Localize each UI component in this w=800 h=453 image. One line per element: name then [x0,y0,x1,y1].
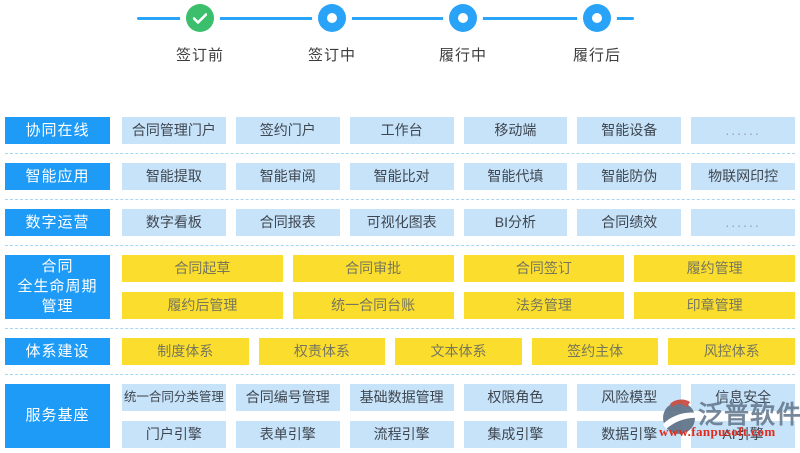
item: 合同编号管理 [235,384,340,411]
dashed-separator [5,199,795,200]
item: 法务管理 [463,292,625,319]
row-items: 合同起草合同审批合同签订履约管理履约后管理统一合同台账法务管理印章管理 [122,255,795,319]
item: 合同签订 [463,255,625,282]
board: 协同在线合同管理门户签约门户工作台移动端智能设备......智能应用智能提取智能… [5,117,795,448]
item: 合同报表 [235,209,340,236]
row-contract-lifecycle: 合同全生命周期管理合同起草合同审批合同签订履约管理履约后管理统一合同台账法务管理… [5,255,795,319]
item: 统一合同分类管理 [122,384,226,411]
item: BI分析 [463,209,568,236]
item: 数据引擎 [577,421,682,448]
item: 统一合同台账 [292,292,454,319]
row-items: 制度体系权责体系文本体系签约主体风控体系 [122,338,795,365]
row-label-system-building: 体系建设 [5,338,110,365]
step-post-perform: 履行后 [549,0,645,65]
item: 智能比对 [349,163,454,190]
watermark-url: www.fanpusoft.com [659,424,776,439]
item: 移动端 [463,117,568,144]
item: 流程引擎 [349,421,454,448]
dashed-separator [5,374,795,375]
step-performing: 履行中 [415,0,511,65]
item: 履约管理 [634,255,795,282]
item: 制度体系 [122,338,249,365]
row-label-collab-online: 协同在线 [5,117,110,144]
item-more: ...... [691,117,795,144]
row-items: 智能提取智能审阅智能比对智能代填智能防伪物联网印控 [122,163,795,190]
dashed-separator [5,245,795,246]
item: 合同审批 [292,255,454,282]
item: 文本体系 [395,338,522,365]
step-pre-sign: 签订前 [152,0,248,65]
item-more: ...... [691,209,795,236]
row-service-base: 服务基座统一合同分类管理合同编号管理基础数据管理权限角色风险模型信息安全门户引擎… [5,384,795,448]
item: 风控体系 [668,338,795,365]
row-smart-apps: 智能应用智能提取智能审阅智能比对智能代填智能防伪物联网印控 [5,163,795,190]
row-label-service-base: 服务基座 [5,384,110,448]
row-label-contract-lifecycle: 合同全生命周期管理 [5,255,110,319]
dashed-separator [5,328,795,329]
watermark: 泛普软件 www.fanpusoft.com [658,394,800,446]
item: 智能防伪 [577,163,682,190]
item: 合同绩效 [577,209,682,236]
item: 智能设备 [577,117,682,144]
item: 数字看板 [122,209,226,236]
row-items: 合同管理门户签约门户工作台移动端智能设备...... [122,117,795,144]
item: 合同起草 [122,255,283,282]
row-collab-online: 协同在线合同管理门户签约门户工作台移动端智能设备...... [5,117,795,144]
item: 合同管理门户 [122,117,226,144]
item: 履约后管理 [122,292,283,319]
dashed-separator [5,153,795,154]
stepper: 签订前 签订中 履行中 履行后 [0,0,800,80]
row-label-digital-ops: 数字运营 [5,209,110,236]
step-label: 签订前 [175,47,224,64]
fanpu-logo-icon [663,399,697,434]
item: 智能提取 [122,163,226,190]
item: 印章管理 [634,292,795,319]
dot-icon [449,4,477,32]
step-label: 履行后 [572,47,621,64]
inner-dot [327,13,337,23]
item: 表单引擎 [235,421,340,448]
item: 集成引擎 [463,421,568,448]
item: 风险模型 [577,384,682,411]
item: 门户引擎 [122,421,226,448]
item: 可视化图表 [349,209,454,236]
item: 工作台 [349,117,454,144]
item: 签约主体 [531,338,659,365]
item: AI引擎 [691,421,795,448]
item: 智能代填 [463,163,568,190]
item: 基础数据管理 [349,384,454,411]
row-items: 数字看板合同报表可视化图表 BI分析合同绩效...... [122,209,795,236]
item: 权限角色 [463,384,568,411]
check-icon [186,4,214,32]
item: 信息安全 [691,384,795,411]
dot-icon [318,4,346,32]
row-system-building: 体系建设制度体系权责体系文本体系签约主体风控体系 [5,338,795,365]
inner-dot [458,13,468,23]
row-items: 统一合同分类管理合同编号管理基础数据管理权限角色风险模型信息安全门户引擎表单引擎… [122,384,795,448]
watermark-brand: 泛普软件 [698,401,800,429]
step-label: 签订中 [307,47,356,64]
inner-dot [592,13,602,23]
row-label-smart-apps: 智能应用 [5,163,110,190]
stepper-line [137,17,634,20]
dot-icon [583,4,611,32]
step-signing: 签订中 [284,0,380,65]
item: 智能审阅 [235,163,340,190]
item: 签约门户 [235,117,340,144]
item: 权责体系 [258,338,386,365]
row-digital-ops: 数字运营数字看板合同报表可视化图表 BI分析合同绩效...... [5,209,795,236]
item: 物联网印控 [691,163,795,190]
step-label: 履行中 [438,47,487,64]
